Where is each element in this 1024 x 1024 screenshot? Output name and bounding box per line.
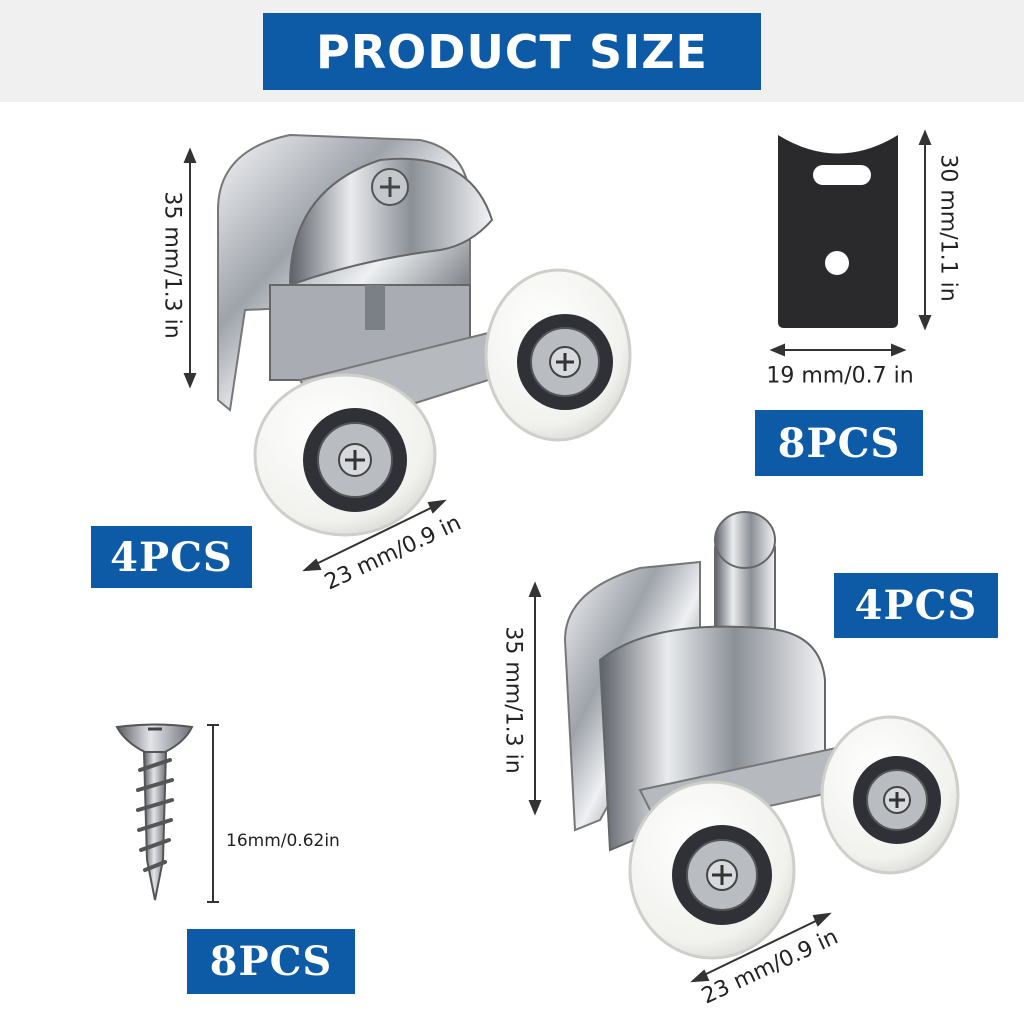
roller-top-quantity-badge: 4PCS — [91, 526, 252, 588]
bracket-quantity-badge: 8PCS — [755, 410, 923, 476]
screw-illustration — [115, 723, 194, 901]
page-title: PRODUCT SIZE — [263, 13, 761, 90]
roller-bottom-dimension-lines — [528, 581, 832, 983]
bracket-dimension-lines — [769, 129, 932, 357]
roller-top-dimension-lines — [183, 147, 447, 572]
bracket-illustration — [778, 135, 898, 328]
screw-length-label: 16mm/0.62in — [226, 831, 340, 851]
roller-bottom-height-label: 35 mm/1.3 in — [500, 626, 526, 774]
screw-quantity-badge: 8PCS — [187, 929, 355, 994]
roller-bottom-quantity-badge: 4PCS — [834, 573, 998, 638]
screw-dimension-line — [207, 724, 219, 903]
roller-top-illustration — [217, 133, 632, 537]
roller-top-height-label: 35 mm/1.3 in — [159, 191, 185, 339]
roller-bottom-illustration — [563, 511, 960, 960]
bracket-width-label: 19 mm/0.7 in — [766, 363, 914, 389]
bracket-height-label: 30 mm/1.1 in — [935, 154, 961, 302]
